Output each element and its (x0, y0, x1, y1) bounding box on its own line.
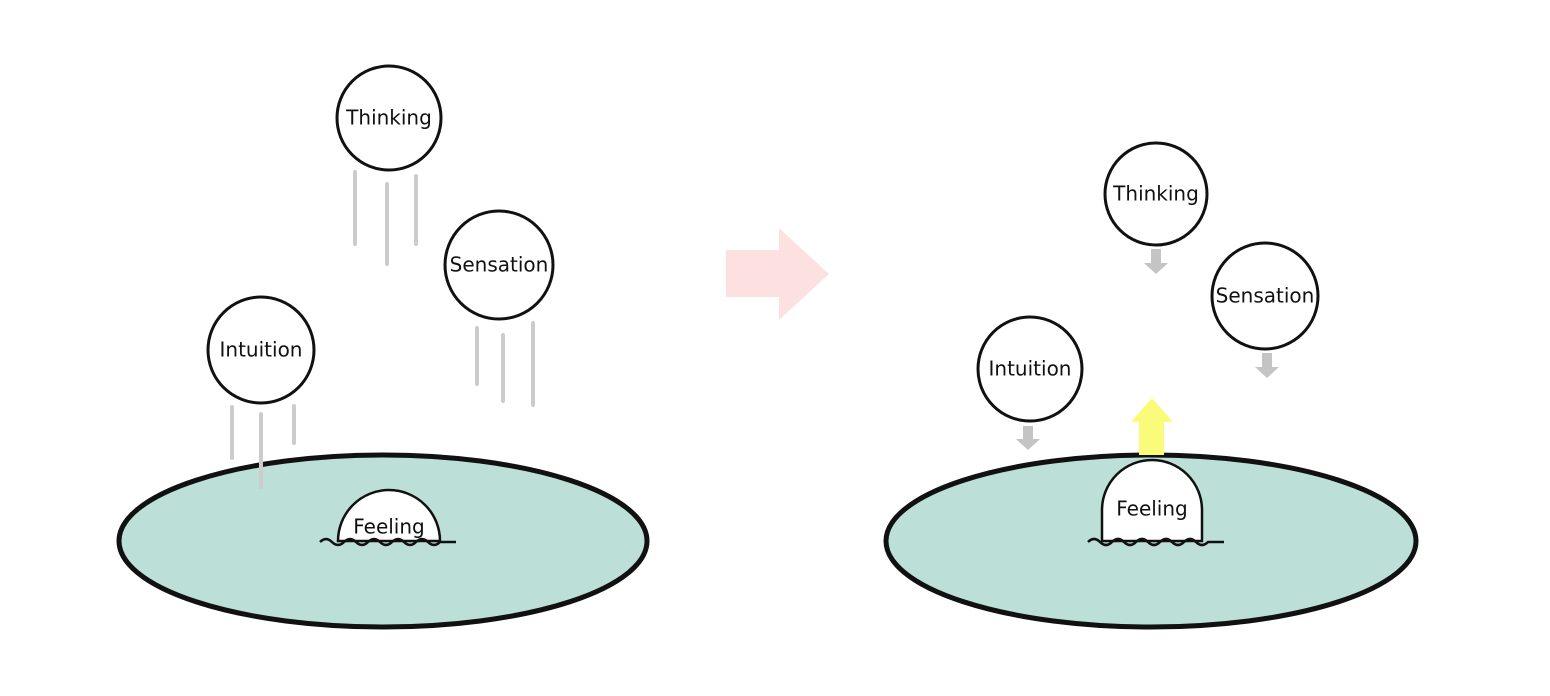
left-feeling-circle (336, 488, 442, 543)
right-feeling-circle (1100, 458, 1204, 543)
down-arrow-icon (1016, 426, 1040, 450)
left-intuition-motion-lines (230, 404, 296, 489)
right-sensation-label: Sensation (1216, 284, 1315, 308)
left-feeling-label: Feeling (353, 515, 425, 539)
right-intuition-circle (976, 315, 1084, 423)
left-intuition-label: Intuition (220, 338, 303, 362)
left-thinking-label: Thinking (345, 106, 432, 130)
left-panel: Feeling Thinking Sensation (116, 64, 650, 630)
right-feeling-label: Feeling (1116, 497, 1188, 521)
left-sensation-label: Sensation (450, 253, 549, 277)
right-arrow-icon (726, 228, 829, 320)
left-intuition-circle (206, 295, 316, 405)
left-sensation-node: Sensation (443, 209, 555, 321)
left-feeling-node: Feeling (319, 488, 456, 547)
left-sensation-circle (443, 209, 555, 321)
up-arrow-icon (1131, 398, 1173, 455)
right-thinking-node: Thinking (1103, 141, 1209, 247)
right-panel: Feeling Thinking Sensation Intuition (883, 141, 1419, 630)
left-water-line (319, 537, 456, 547)
right-sensation-circle (1210, 241, 1320, 351)
left-thinking-node: Thinking (335, 64, 443, 172)
right-water-line (1087, 537, 1224, 547)
left-thinking-motion-lines (353, 170, 418, 266)
down-arrow-icon (1144, 249, 1168, 274)
left-sensation-motion-lines (475, 321, 535, 407)
left-thinking-circle (335, 64, 443, 172)
right-intuition-label: Intuition (989, 357, 1072, 381)
right-intuition-node: Intuition (976, 315, 1084, 423)
down-arrow-icon (1255, 353, 1279, 378)
right-feeling-node: Feeling (1087, 458, 1224, 547)
right-sensation-node: Sensation (1210, 241, 1320, 351)
right-thinking-label: Thinking (1112, 182, 1199, 206)
right-thinking-circle (1103, 141, 1209, 247)
left-intuition-node: Intuition (206, 295, 316, 405)
